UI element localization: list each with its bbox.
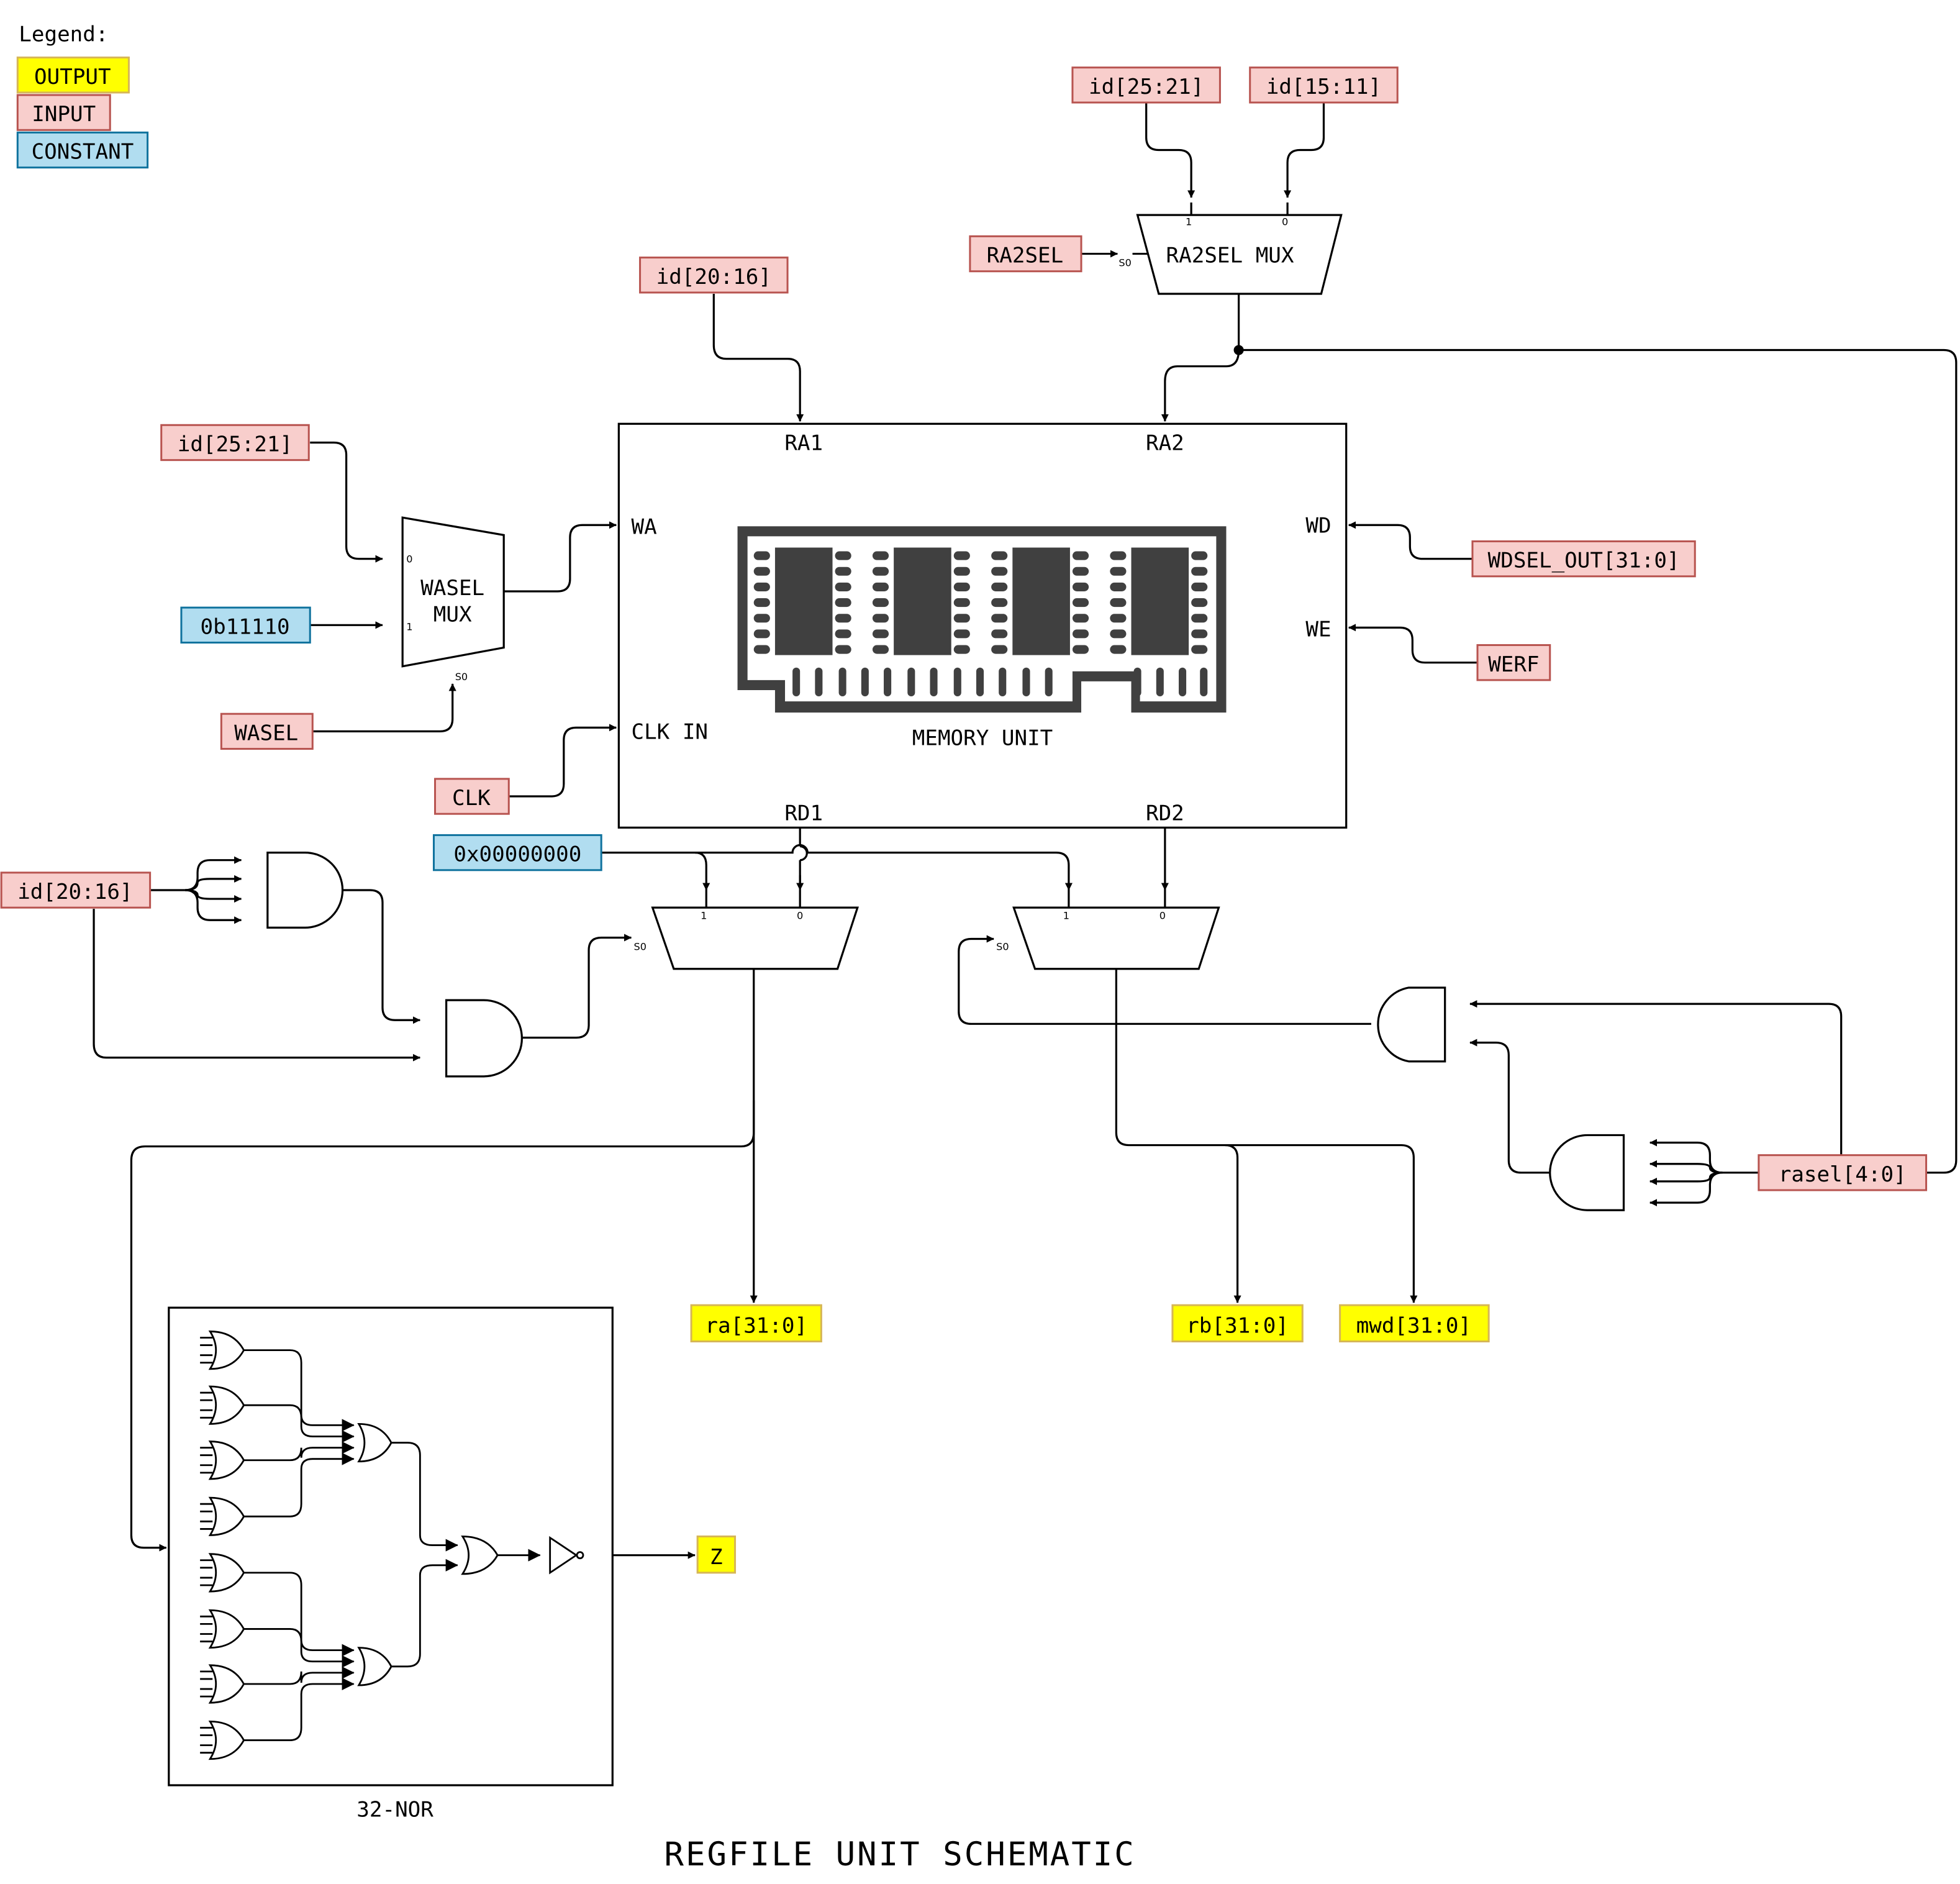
- output-rb: rb[31:0]: [1186, 1313, 1289, 1338]
- input-werf-box: [1476, 644, 1551, 681]
- legend-input-swatch: [16, 94, 111, 131]
- input-ra2-b: id[15:11]: [1266, 75, 1381, 99]
- or-gate-tree: [200, 1331, 584, 1760]
- port-wd: WD: [1305, 513, 1331, 538]
- input-r31-check-box: [0, 871, 152, 909]
- input-boxes: id[25:21] id[15:11] RA2SEL id[20:16] id[…: [0, 66, 1928, 1191]
- port-rd1: RD1: [784, 801, 823, 826]
- and-gate-r31-detect: [266, 851, 344, 929]
- legend-constant-label: CONSTANT: [32, 140, 134, 165]
- ra2sel-mux: RA2SEL MUX 1 0 S0: [1118, 203, 1343, 295]
- ra2sel-mux-label: RA2SEL MUX: [1166, 243, 1294, 268]
- input-ra1-addr-box: [639, 257, 789, 294]
- output-ra: ra[31:0]: [705, 1313, 807, 1338]
- wasel-mux-in0: 0: [406, 553, 412, 565]
- input-ra2-b-box: [1249, 66, 1399, 104]
- constant-zero-box: [432, 834, 602, 871]
- input-clk: CLK: [452, 786, 491, 811]
- constant-boxes: 0b11110 0x00000000: [180, 606, 602, 871]
- and-gate-rasel-detect: [1549, 1134, 1625, 1211]
- ra2sel-mux-in0: 0: [1282, 216, 1288, 227]
- input-wa-a-box: [160, 424, 310, 462]
- input-clk-box: [433, 778, 510, 815]
- input-ra1-addr: id[20:16]: [656, 265, 771, 289]
- legend-input-label: INPUT: [32, 102, 96, 127]
- wasel-mux-sel: S0: [455, 671, 468, 683]
- memory-unit: RA1 RA2 WA WD WE CLK IN RD1 RD2 MEMORY U…: [617, 422, 1348, 829]
- constant-zero: 0x00000000: [453, 842, 581, 867]
- memory-unit-label: MEMORY UNIT: [912, 726, 1053, 751]
- legend-output-label: OUTPUT: [34, 65, 111, 89]
- constant-wa-box: [180, 606, 311, 644]
- wires: [93, 102, 1958, 1559]
- output-ra-box: [690, 1304, 822, 1343]
- wasel-mux-in1: 1: [406, 621, 412, 632]
- rd2-mux-in0: 0: [1159, 909, 1166, 921]
- legend-output-swatch: [16, 57, 130, 94]
- constant-wa: 0b11110: [201, 614, 290, 639]
- output-mwd-box: [1339, 1304, 1490, 1343]
- input-wa-a: id[25:21]: [178, 432, 293, 457]
- ra2sel-mux-sel: S0: [1118, 257, 1131, 269]
- schematic-title: REGFILE UNIT SCHEMATIC: [665, 1836, 1136, 1873]
- rd1-mux-in0: 0: [797, 909, 803, 921]
- rd2-mux-in1: 1: [1063, 909, 1069, 921]
- ram-pads: [753, 551, 1208, 654]
- input-wdsel-box: [1471, 540, 1696, 578]
- port-clk-in: CLK IN: [631, 719, 708, 744]
- port-ra2: RA2: [1146, 431, 1184, 456]
- wasel-mux-label-line1: WASEL: [420, 576, 484, 601]
- legend-constant-swatch: [16, 131, 149, 169]
- and-gate-left-select: [445, 999, 523, 1078]
- input-wasel: WASEL: [234, 721, 298, 745]
- wasel-mux: WASEL MUX 0 1 S0: [401, 516, 505, 683]
- port-rd2: RD2: [1146, 801, 1184, 826]
- nor32-label: 32-NOR: [356, 1797, 433, 1822]
- ra2sel-mux-in1: 1: [1186, 216, 1192, 227]
- input-wdsel: WDSEL_OUT[31:0]: [1488, 548, 1680, 573]
- input-ra2sel-box: [969, 235, 1082, 273]
- port-wa: WA: [631, 514, 656, 539]
- nor32-block: 32-NOR: [168, 1306, 614, 1822]
- ram-pins: [792, 667, 1208, 697]
- rd1-mux-in1: 1: [701, 909, 707, 921]
- and-gate-right-select: [1377, 986, 1446, 1063]
- output-mwd: mwd[31:0]: [1356, 1313, 1471, 1338]
- input-wasel-box: [220, 712, 314, 750]
- legend: Legend: OUTPUT INPUT CONSTANT: [16, 22, 149, 169]
- rd2-mux: 1 0 S0: [996, 890, 1220, 970]
- input-r31-check: id[20:16]: [17, 880, 132, 904]
- rd1-mux-sel: S0: [634, 941, 647, 953]
- input-ra2-a-box: [1071, 66, 1221, 104]
- output-boxes: ra[31:0] rb[31:0] mwd[31:0] Z: [690, 1304, 1490, 1574]
- input-ra2sel: RA2SEL: [987, 243, 1064, 268]
- input-rasel: rasel[4:0]: [1779, 1162, 1907, 1187]
- wasel-mux-label-line2: MUX: [433, 602, 472, 627]
- output-z: Z: [710, 1545, 723, 1570]
- port-ra1: RA1: [784, 431, 823, 456]
- ram-chip-icon: [737, 526, 1227, 713]
- output-rb-box: [1171, 1304, 1304, 1343]
- input-ra2-a: id[25:21]: [1089, 75, 1204, 99]
- input-werf: WERF: [1488, 652, 1539, 677]
- rd1-mux: 1 0 S0: [634, 890, 859, 970]
- output-z-box: [696, 1535, 737, 1574]
- legend-heading: Legend:: [19, 22, 108, 47]
- rd2-mux-sel: S0: [996, 941, 1009, 953]
- port-we: WE: [1305, 617, 1331, 642]
- input-rasel-box: [1758, 1154, 1928, 1191]
